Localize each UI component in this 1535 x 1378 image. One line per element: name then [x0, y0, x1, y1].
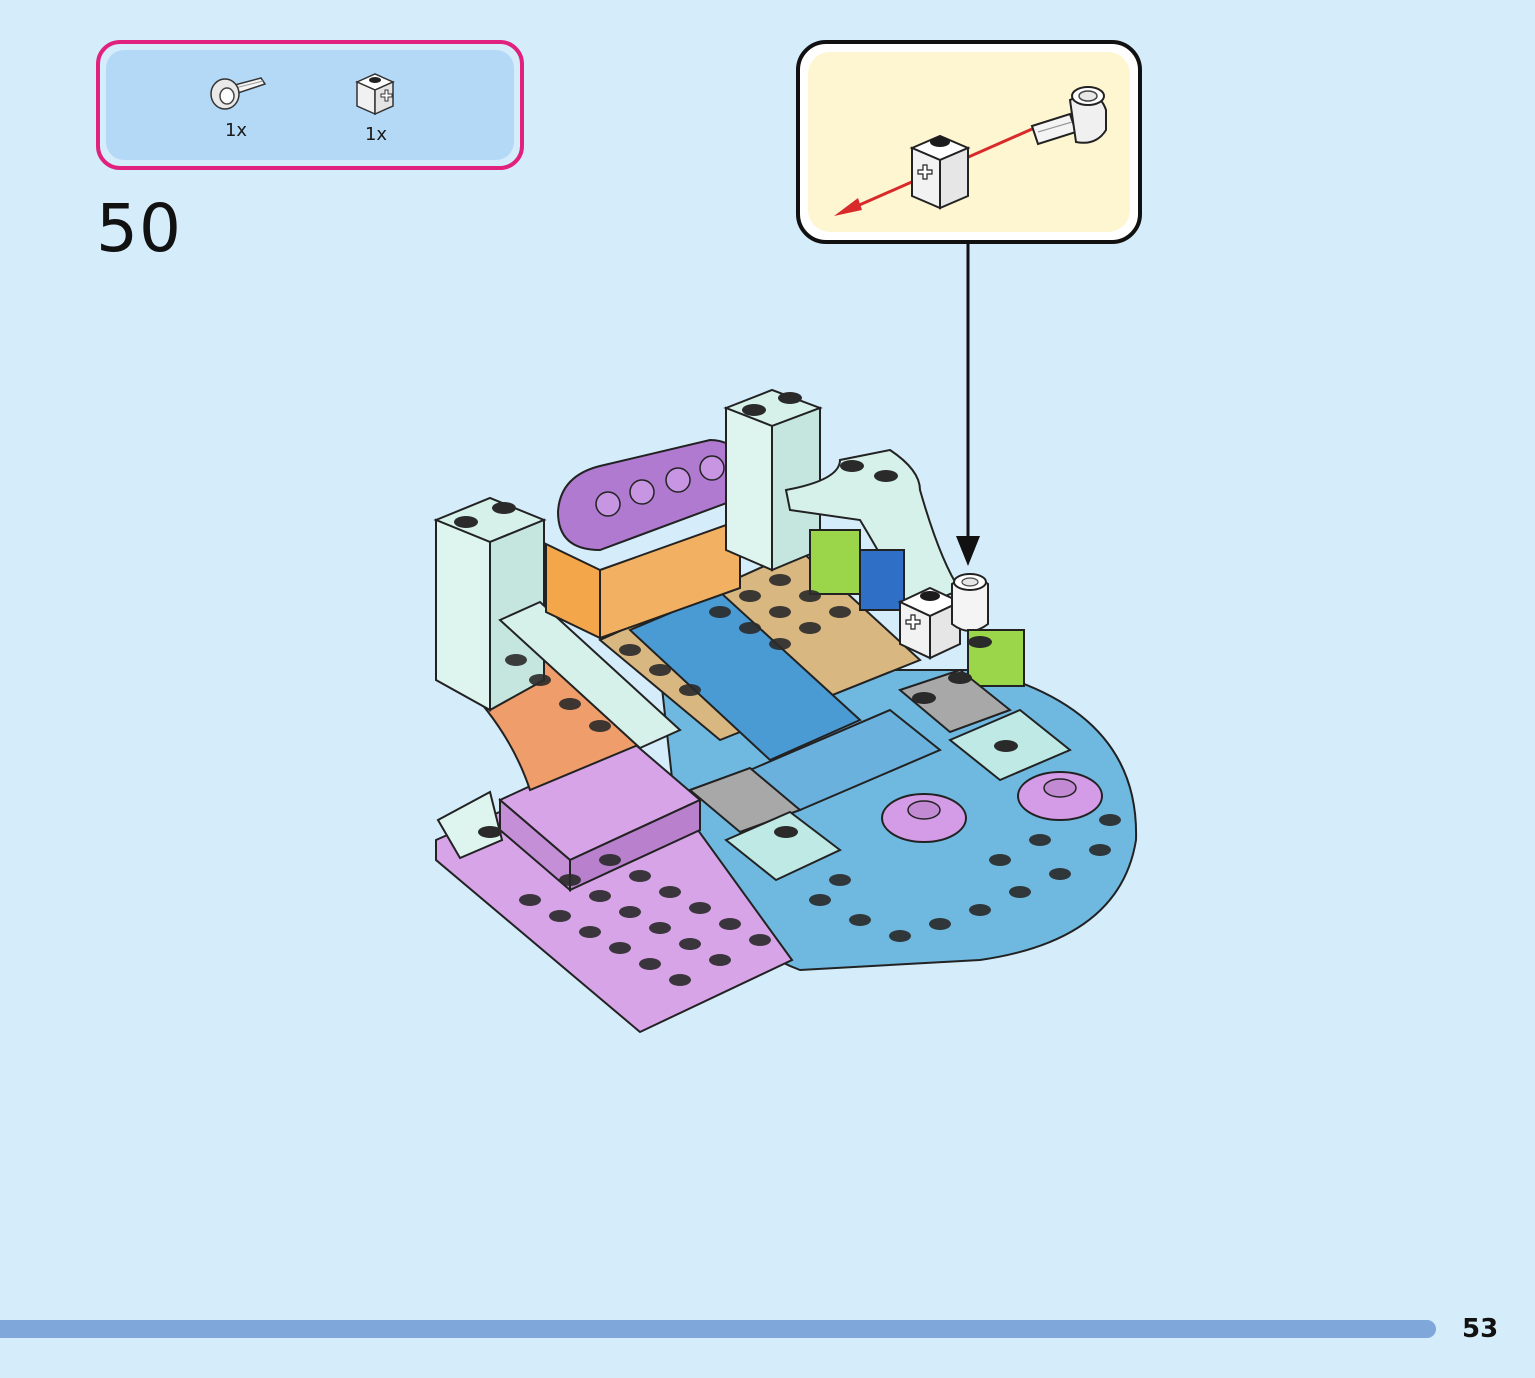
mint-brick-left-front: [435, 518, 491, 712]
part-quantity: 1x: [224, 120, 248, 141]
axle-connector-on-model: [951, 573, 989, 632]
trans-tile-left: [724, 810, 842, 882]
progress-bar: [0, 1320, 1436, 1338]
technic-axle-connector-icon: [1030, 86, 1107, 146]
step-number: 50: [96, 190, 182, 267]
technic-axle-connector-icon: [210, 77, 267, 110]
assembly-arrow-head: [834, 198, 862, 216]
gray-tile-right: [897, 668, 1013, 734]
page-number: 53: [1462, 1314, 1499, 1344]
part-item-technic-brick: 1x: [336, 68, 416, 145]
gray-tile-left: [688, 766, 802, 834]
lime-brick: [809, 529, 861, 595]
sub-assembly-callout: [796, 40, 1142, 244]
blue-brick: [859, 549, 905, 611]
technic-brick-with-axle-hole-icon: [355, 73, 395, 116]
white-clip: [436, 790, 504, 860]
chest-body-side: [599, 518, 741, 640]
parts-list-box: 1x 1x: [96, 40, 524, 170]
callout-illustration: [834, 86, 1107, 216]
model-illustration: [433, 388, 1138, 1034]
mint-brick-back-front: [725, 406, 773, 572]
mint-plate: [498, 600, 682, 750]
part-item-axle-connector: 1x: [196, 68, 276, 141]
technic-brick-icon: [909, 134, 971, 210]
part-quantity: 1x: [364, 124, 388, 145]
studs: [454, 392, 1018, 838]
callout-inner: [808, 52, 1130, 232]
parts-list-inner: 1x 1x: [106, 50, 514, 160]
stud-grid: [505, 574, 1121, 986]
